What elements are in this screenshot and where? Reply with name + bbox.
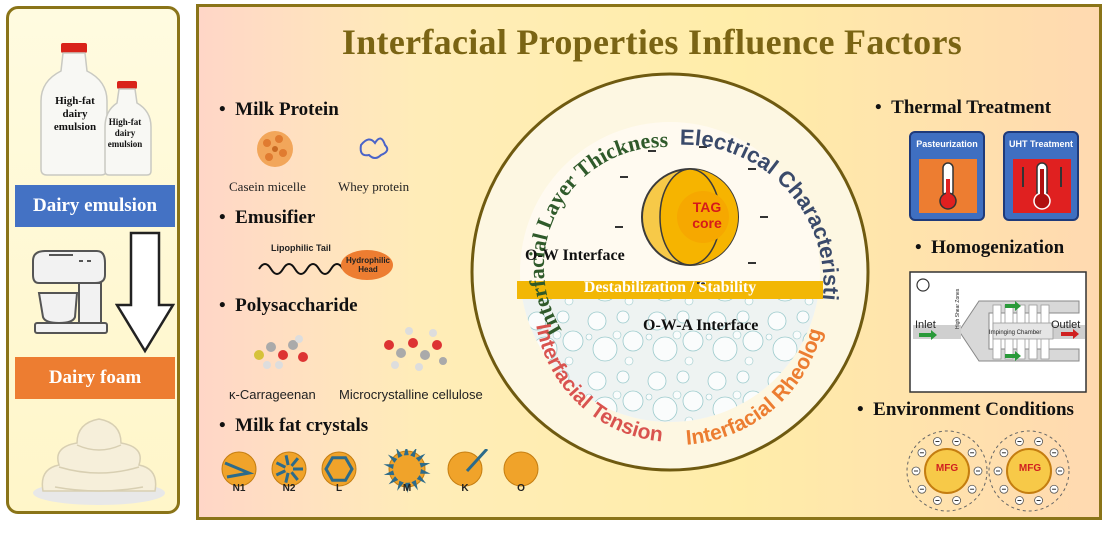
homogenization-heading: Homogenization xyxy=(931,237,1065,258)
bullet-emulsifier: • Emusifier xyxy=(219,207,316,228)
homogenizer-diagram xyxy=(909,271,1087,393)
bullet-thermal: • Thermal Treatment xyxy=(875,97,1052,118)
stability-band-label: Destabilization / Stability xyxy=(583,279,757,296)
fat-crystal-k-icon xyxy=(447,449,489,487)
mfg-droplet-icon xyxy=(906,430,988,512)
carrageenan-molecule-icon xyxy=(254,335,308,369)
fat-crystal-label: M xyxy=(403,483,411,493)
pasteurization-card: Pasteurization xyxy=(909,131,985,221)
mfg-droplets xyxy=(906,430,1070,512)
thermometer-hot-icon xyxy=(1013,159,1071,213)
bullet-polysaccharide: • Polysaccharide xyxy=(219,295,358,316)
fat-crystal-label: K xyxy=(461,483,469,493)
bullet-fat-crystals: • Milk fat crystals xyxy=(219,415,369,436)
large-bottle-label: High-fat dairy emulsion xyxy=(53,95,97,133)
tag-droplet-icon xyxy=(641,168,739,266)
impinging-chamber-label: Impinging Chamber xyxy=(989,330,1042,336)
casein-micelle-icon xyxy=(257,131,293,167)
whey-protein-icon xyxy=(359,137,389,159)
pasteurization-label: Pasteurization xyxy=(916,139,978,149)
stand-mixer-icon xyxy=(32,250,108,334)
high-shear-label: High Shear Zones xyxy=(955,288,961,329)
fat-crystal-o-icon xyxy=(503,451,539,487)
interfacial-circle: Interfacial Layer Thickness Electrical C… xyxy=(465,67,870,472)
fat-crystal-label: N1 xyxy=(233,483,246,493)
casein-caption: Casein micelle xyxy=(229,179,306,194)
inlet-label: Inlet xyxy=(915,319,936,331)
mfg-label-2: MFG xyxy=(1018,463,1042,474)
dairy-emulsion-label: Dairy emulsion xyxy=(15,185,175,227)
environment-heading: Environment Conditions xyxy=(873,399,1074,420)
bullet-environment: • Environment Conditions xyxy=(857,399,1074,420)
fat-crystal-m-icon xyxy=(383,449,431,493)
carrageenan-caption: κ-Carrageenan xyxy=(229,387,316,402)
thermometer-icon xyxy=(919,159,977,213)
emulsifier-molecule-icon xyxy=(258,250,393,280)
milk-protein-heading: Milk Protein xyxy=(235,99,339,120)
protein-illustrations xyxy=(257,131,389,167)
diagram-title: Interfacial Properties Influence Factors xyxy=(341,22,963,62)
fat-crystal-n2-icon xyxy=(271,451,307,487)
fat-crystal-label: N2 xyxy=(283,483,296,493)
whipped-foam-illustration xyxy=(33,418,165,505)
mfg-label-1: MFG xyxy=(935,463,959,474)
fat-crystal-n1-icon xyxy=(221,451,257,487)
ow-interface-label: O-W Interface xyxy=(525,247,625,264)
uht-card: UHT Treatment xyxy=(1003,131,1079,221)
polysaccharide-molecules xyxy=(254,327,447,371)
dairy-foam-label: Dairy foam xyxy=(15,357,175,399)
fat-crystal-label: L xyxy=(336,483,342,493)
polysaccharide-heading: Polysaccharide xyxy=(235,295,358,316)
fat-crystals-heading: Milk fat crystals xyxy=(235,415,369,436)
mfg-droplet-icon xyxy=(988,430,1070,512)
outlet-label: Outlet xyxy=(1051,319,1081,331)
emulsifier-heading: Emusifier xyxy=(235,207,316,228)
cellulose-molecule-icon xyxy=(384,327,447,371)
bullet-milk-protein: • Milk Protein xyxy=(219,99,339,120)
milk-bottles-illustration xyxy=(40,43,152,176)
fat-crystal-l-icon xyxy=(321,451,357,487)
small-bottle-label: High-fat dairy emulsion xyxy=(107,117,143,149)
dairy-panel: High-fat dairy emulsion High-fat dairy e… xyxy=(6,6,180,514)
fat-crystal-shapes: N1 N2 L M K O xyxy=(221,449,539,493)
uht-label: UHT Treatment xyxy=(1008,139,1073,149)
lipophilic-tail-label: Lipophilic Tail xyxy=(271,243,331,253)
owa-interface-label: O-W-A Interface xyxy=(643,317,759,334)
down-arrow-icon xyxy=(115,231,175,354)
main-panel: Interfacial Properties Influence Factors… xyxy=(196,4,1102,520)
fat-crystal-label: O xyxy=(517,483,525,493)
bullet-homogenization: • Homogenization xyxy=(915,237,1065,258)
whey-caption: Whey protein xyxy=(338,179,410,194)
thermal-heading: Thermal Treatment xyxy=(891,97,1052,118)
cellulose-caption: Microcrystalline cellulose xyxy=(339,387,483,402)
